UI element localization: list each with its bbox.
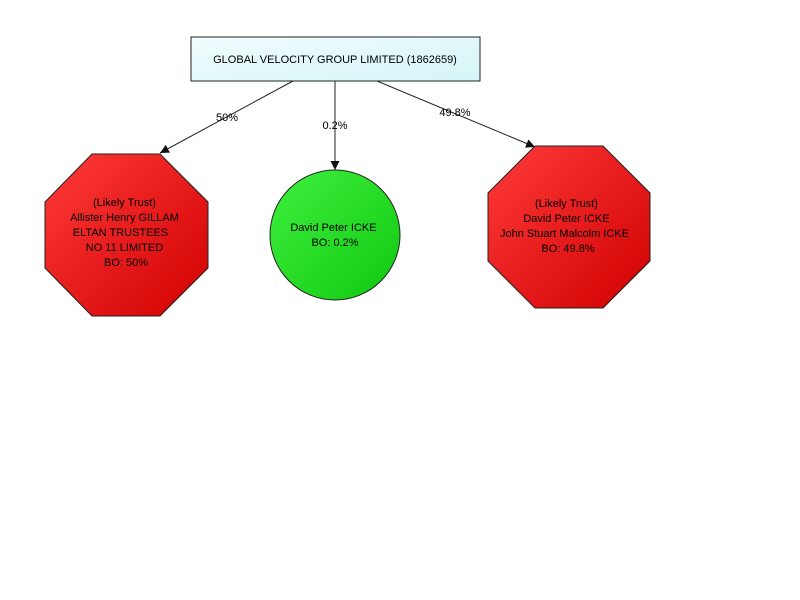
owner-node-3-line-3: John Stuart Malcolm ICKE bbox=[500, 228, 629, 240]
owner-node-1-line-1: (Likely Trust) bbox=[93, 197, 156, 209]
owner-node-3-text: (Likely Trust) David Peter ICKE John Stu… bbox=[500, 198, 632, 255]
edge-2: 0.2% bbox=[322, 81, 348, 170]
owner-node-1-line-4: NO 11 LIMITED bbox=[86, 242, 163, 254]
owner-node-2-line-2: BO: 0.2% bbox=[311, 237, 358, 249]
root-node[interactable]: GLOBAL VELOCITY GROUP LIMITED (1862659) bbox=[190, 36, 481, 82]
owner-node-2-text: David Peter ICKE BO: 0.2% bbox=[290, 222, 379, 249]
owner-node-3-line-1: (Likely Trust) bbox=[535, 198, 598, 210]
edge-1: 50% bbox=[159, 80, 294, 154]
owner-node-1-line-2: Allister Henry GILLAM bbox=[70, 212, 179, 224]
owner-node-1-line-3: ELTAN TRUSTEES bbox=[73, 227, 168, 239]
owner-node-1[interactable]: (Likely Trust) Allister Henry GILLAM ELT… bbox=[44, 153, 209, 317]
root-label: GLOBAL VELOCITY GROUP LIMITED (1862659) bbox=[213, 54, 457, 66]
owner-node-2-line-1: David Peter ICKE bbox=[290, 222, 376, 234]
owner-node-3-line-4: BO: 49.8% bbox=[541, 243, 594, 255]
edge-3-label: 49.8% bbox=[439, 107, 470, 119]
edge-2-label: 0.2% bbox=[322, 120, 347, 132]
owner-node-3-line-2: David Peter ICKE bbox=[523, 213, 609, 225]
owner-node-1-text: (Likely Trust) Allister Henry GILLAM ELT… bbox=[70, 197, 182, 269]
owner-node-3[interactable]: (Likely Trust) David Peter ICKE John Stu… bbox=[487, 145, 651, 309]
owner-node-1-line-5: BO: 50% bbox=[104, 257, 148, 269]
edge-3: 49.8% bbox=[376, 80, 536, 148]
owner-node-2[interactable]: David Peter ICKE BO: 0.2% bbox=[269, 169, 401, 301]
edge-1-label: 50% bbox=[216, 112, 238, 124]
